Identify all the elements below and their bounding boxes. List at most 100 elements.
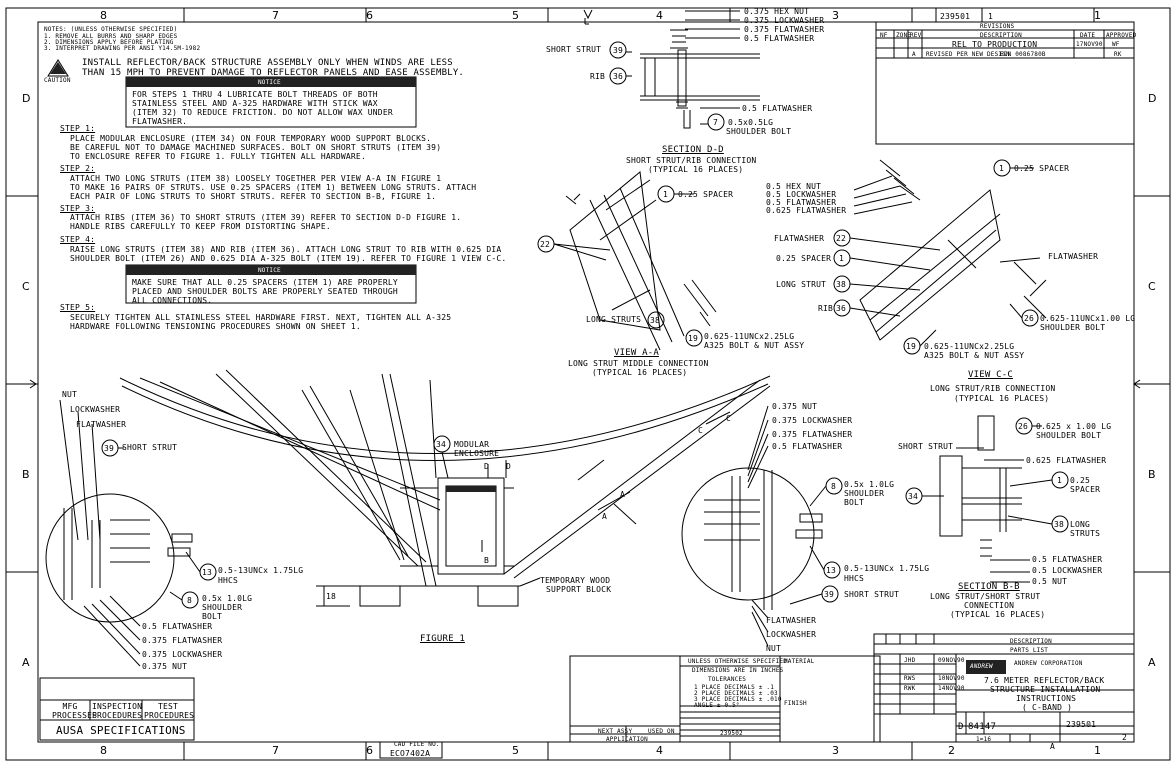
notice1-line-1: FOR STEPS 1 THRU 4 LUBRICATE BOLT THREAD… [132,90,378,99]
fig1-r-hhcs-size: 0.5-13UNCx 1.75LG [844,564,930,573]
notes-line-1: 1. REMOVE ALL BURRS AND SHARP EDGES [44,33,178,40]
fig1-c-tempwood: TEMPORARY WOOD [540,576,611,585]
fig1-c-balloon-34: 34 [436,440,447,449]
zone-top-1: 1 [1094,9,1101,22]
checked-date: 10NOV90 [938,675,965,682]
fig1-l-shoulder: SHOULDER [202,603,243,612]
bb-label-spacer: SPACER [1070,485,1101,494]
dd-label-rib: RIB [590,72,606,81]
rev-h-appr: APPROVED [1106,32,1137,39]
fig1-l-balloon-13: 13 [202,568,213,577]
bb-sub-1: LONG STRUT/SHORT STRUT [930,592,1041,601]
revisions-title: REVISIONS [980,23,1015,30]
bb-sub-2: CONNECTION [964,601,1015,610]
drawing-ref: 239502 [720,730,743,737]
dd-label-shoulder-size: 0.5x0.5LG [728,118,774,127]
aa-label-bolt-assy: A325 BOLT & NUT ASSY [704,341,805,350]
ausa-specifications: AUSA SPECIFICATIONS [56,724,186,737]
cc-label-flatwasher: 0.5 FLATWASHER [766,198,837,207]
zone-bot-4: 4 [656,744,663,757]
tol-line-3: 3 PLACE DECIMALS ± .010 [694,696,782,703]
fig1-c-a1: A [620,490,626,499]
cc-label-lockwasher: 0.5 LOCKWASHER [766,190,837,199]
tol-line-1: 1 PLACE DECIMALS ± .1 [694,684,775,691]
fig1-l-nut: NUT [62,390,78,399]
rev-row1-appr: WF [1112,41,1120,48]
bb-label-shoulder-bolt: SHOULDER BOLT [1036,431,1102,440]
parts-list: PARTS LIST [1010,647,1049,654]
zone-side-d: D [22,92,31,105]
fig1-r-shoulder-size: 0.5x 1.0LG [844,480,895,489]
bb-balloon-38: 38 [1054,520,1065,529]
cage-code: 84147 [968,722,997,732]
unless-otherwise: UNLESS OTHERWISE SPECIFIED [688,658,788,665]
fig1-r-balloon-13: 13 [826,566,837,575]
zone-side-b: B [22,468,30,481]
zone-side-a: A [22,656,30,669]
cc-label-shoulder-bolt: SHOULDER BOLT [1040,323,1106,332]
step2-line-1: ATTACH TWO LONG STRUTS (ITEM 38) LOOSELY… [70,174,442,183]
fig1-l-lockwasher: LOCKWASHER [70,405,121,414]
dd-label-shoulder-bolt: SHOULDER BOLT [726,127,792,136]
cc-balloon-19: 19 [906,342,917,351]
rev-top: 1 [988,12,994,21]
fig1-r-flatwasher: FLATWASHER [766,616,817,625]
bb-label-long: LONG [1070,520,1091,529]
step3-line-2: HANDLE RIBS CAREFULLY TO KEEP FROM DISTO… [70,222,331,231]
fig1-r-hhcs: HHCS [844,574,865,583]
sheet-number: 2 [1122,733,1128,742]
rev-h-desc: DESCRIPTION [980,32,1022,39]
caution-text-2: THAN 15 MPH TO PREVENT DAMAGE TO REFLECT… [82,68,465,78]
cc-label-flatwasher-c: FLATWASHER [1048,252,1099,261]
step1-title: STEP 1: [60,124,96,133]
scale: 1=16 [976,736,992,743]
zone-top-4: 4 [656,9,663,22]
bb-balloon-26: 26 [1018,422,1029,431]
notice2-line-3: ALL CONNECTIONS. [132,296,213,305]
doc-number-top: 239501 [940,12,971,21]
fig1-r-375nut: 0.375 NUT [772,402,818,411]
rev-row1-desc: REL TO PRODUCTION [952,40,1038,49]
notice1-line-3: (ITEM 32) TO REDUCE FRICTION. DO NOT ALL… [132,108,393,117]
zone-side-c-right: C [1148,280,1156,293]
title-line-3: INSTRUCTIONS [1016,694,1077,703]
dd-label-hexnut: 0.375 HEX NUT [744,7,810,16]
notes-head: NOTES: (UNLESS OTHERWISE SPECIFIED) [44,26,178,33]
zone-bot-1: 1 [1094,744,1101,757]
size-code: D [958,722,964,732]
fig1-title: FIGURE 1 [420,634,465,644]
cc-label-bolt: 0.625-11UNCx2.25LG [924,342,1015,351]
material: MATERIAL [784,658,815,665]
fig1-l-balloon-39: 39 [104,444,115,453]
zone-side-b-right: B [1148,468,1156,481]
cc-balloon-1: 1 [839,254,845,263]
notice1-label: NOTICE [258,79,281,86]
company-logo: ANDREW [970,663,993,670]
aa-sub-2: (TYPICAL 16 PLACES) [592,368,688,377]
fig1-c-a2: A [602,512,608,521]
tolerances: TOLERANCES [708,676,747,683]
cc-sub-2: (TYPICAL 16 PLACES) [954,394,1050,403]
notes-line-3: 3. INTERPRET DRAWING PER ANSI Y14.5M-198… [44,45,201,52]
fig1-r-bolt: BOLT [844,498,865,507]
notice1-line-4: FLATWASHER. [132,117,188,126]
bb-title: SECTION B-B [958,582,1020,592]
rev-h-rev: REV [910,32,922,39]
cc-label-hexnut: 0.5 HEX NUT [766,182,822,191]
zone-bot-6: 6 [366,744,373,757]
fig1-c-c1: C [698,426,704,435]
rev-row2-ecn: ECN 0086780B [1000,51,1046,58]
fig1-l-balloon-8: 8 [187,596,193,605]
title-line-4: ( C-BAND ) [1022,703,1073,712]
aa-label-bolt: 0.625-11UNCx2.25LG [704,332,795,341]
step1-line-3: TO ENCLOSURE REFER TO FIGURE 1. FULLY TI… [70,152,366,161]
fig1-l-05flatwasher: 0.5 FLATWASHER [142,622,213,631]
dd-balloon-7: 7 [713,118,719,127]
fig1-l-375nut: 0.375 NUT [142,662,188,671]
aa-balloon-38: 38 [650,316,661,325]
step4-title: STEP 4: [60,235,96,244]
fig1-r-375lockwasher: 0.375 LOCKWASHER [772,416,853,425]
dd-balloon-36: 36 [613,72,624,81]
